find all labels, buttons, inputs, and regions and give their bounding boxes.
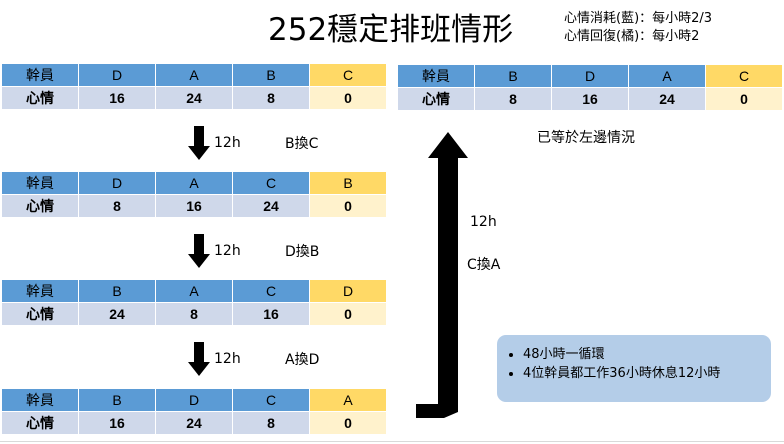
- down-arrow-icon: [188, 342, 210, 376]
- mood-row-label: 心情: [1, 86, 79, 110]
- mood-cell: 16: [232, 302, 310, 326]
- operator-cell: A: [155, 63, 233, 87]
- resting-mood-cell: 0: [309, 411, 387, 435]
- step-2-duration: 12h: [214, 243, 241, 259]
- resting-mood-cell: 0: [309, 302, 387, 326]
- operator-cell: A: [155, 279, 233, 303]
- operator-cell: B: [78, 279, 156, 303]
- step-3-swap: A換D: [285, 352, 320, 368]
- schedule-table-2: 幹員 D A C B 心情 8 16 24 0: [1, 171, 387, 218]
- operator-header-label: 幹員: [1, 388, 79, 412]
- step-1-duration: 12h: [214, 135, 241, 151]
- mood-cell: 8: [155, 302, 233, 326]
- cycle-return-arrow-icon: [416, 132, 468, 418]
- operator-cell: C: [232, 171, 310, 195]
- step-1-swap: B換C: [285, 136, 319, 152]
- schedule-table-3: 幹員 B A C D 心情 24 8 16 0: [1, 279, 387, 326]
- mood-cell: 8: [78, 194, 156, 218]
- mood-cell: 24: [628, 87, 706, 111]
- down-arrow-icon: [188, 126, 210, 160]
- resting-mood-cell: 0: [705, 87, 783, 111]
- slide-bottom-divider: [0, 441, 784, 442]
- summary-item: 48小時一循環: [523, 345, 761, 364]
- mood-cell: 8: [232, 86, 310, 110]
- mood-row-label: 心情: [1, 302, 79, 326]
- slide-title: 252穩定排班情形: [268, 12, 514, 48]
- resting-operator-cell: D: [309, 279, 387, 303]
- operator-cell: C: [232, 388, 310, 412]
- schedule-table-4: 幹員 B D C A 心情 16 24 8 0: [1, 388, 387, 435]
- return-step-duration: 12h: [470, 214, 497, 230]
- schedule-table-5: 幹員 B D A C 心情 8 16 24 0: [397, 64, 783, 111]
- resting-operator-cell: C: [705, 64, 783, 88]
- down-arrow-icon: [188, 234, 210, 268]
- operator-header-label: 幹員: [397, 64, 475, 88]
- mood-rate-legend: 心情消耗(藍)：每小時2/3 心情回復(橘)：每小時2: [564, 10, 712, 46]
- operator-cell: D: [155, 388, 233, 412]
- operator-header-label: 幹員: [1, 171, 79, 195]
- mood-cell: 8: [232, 411, 310, 435]
- resting-mood-cell: 0: [309, 194, 387, 218]
- summary-item: 4位幹員都工作36小時休息12小時: [523, 364, 761, 383]
- operator-cell: A: [628, 64, 706, 88]
- step-2-swap: D換B: [285, 244, 320, 260]
- operator-header-label: 幹員: [1, 63, 79, 87]
- mood-row-label: 心情: [1, 194, 79, 218]
- operator-header-label: 幹員: [1, 279, 79, 303]
- operator-cell: B: [232, 63, 310, 87]
- operator-cell: B: [474, 64, 552, 88]
- cycle-summary-box: 48小時一循環 4位幹員都工作36小時休息12小時: [497, 335, 771, 402]
- operator-cell: D: [78, 63, 156, 87]
- resting-operator-cell: C: [309, 63, 387, 87]
- mood-cell: 24: [155, 86, 233, 110]
- mood-cell: 16: [78, 411, 156, 435]
- operator-cell: B: [78, 388, 156, 412]
- mood-cell: 24: [232, 194, 310, 218]
- drain-rate-text: 心情消耗(藍)：每小時2/3: [564, 11, 713, 26]
- operator-cell: C: [232, 279, 310, 303]
- same-as-left-note: 已等於左邊情況: [537, 130, 635, 146]
- mood-cell: 24: [155, 411, 233, 435]
- step-3-duration: 12h: [214, 351, 241, 367]
- resting-operator-cell: B: [309, 171, 387, 195]
- return-step-swap: C換A: [467, 257, 501, 273]
- mood-cell: 16: [78, 86, 156, 110]
- resting-operator-cell: A: [309, 388, 387, 412]
- mood-row-label: 心情: [1, 411, 79, 435]
- mood-row-label: 心情: [397, 87, 475, 111]
- operator-cell: D: [78, 171, 156, 195]
- operator-cell: D: [551, 64, 629, 88]
- mood-cell: 24: [78, 302, 156, 326]
- mood-cell: 8: [474, 87, 552, 111]
- mood-cell: 16: [155, 194, 233, 218]
- resting-mood-cell: 0: [309, 86, 387, 110]
- mood-cell: 16: [551, 87, 629, 111]
- recover-rate-text: 心情回復(橘)：每小時2: [564, 29, 700, 44]
- operator-cell: A: [155, 171, 233, 195]
- schedule-table-1: 幹員 D A B C 心情 16 24 8 0: [1, 63, 387, 110]
